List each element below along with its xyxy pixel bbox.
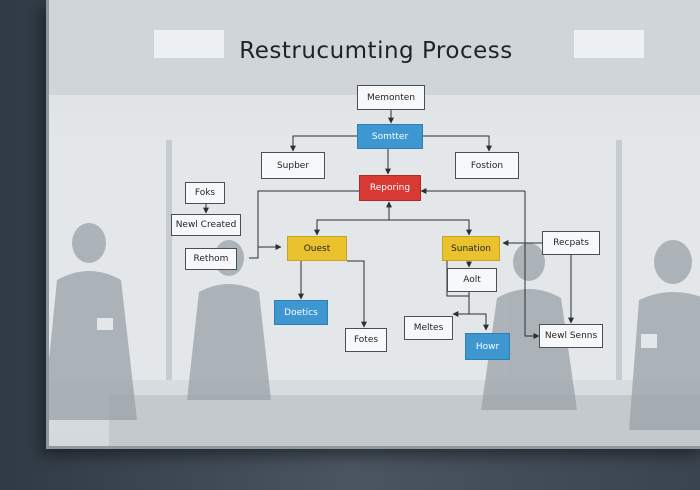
node-foks: Foks xyxy=(185,182,225,204)
node-rethom: Rethom xyxy=(185,248,237,270)
node-newsenns: Newl Senns xyxy=(539,324,603,348)
edge-sunation-aolt-left xyxy=(446,248,469,297)
node-meltes: Meltes xyxy=(404,316,453,340)
edge-recpats-newsenns xyxy=(542,252,574,324)
papers-held xyxy=(97,318,657,348)
meeting-table xyxy=(109,395,700,446)
node-newcreated: Newl Created xyxy=(171,214,241,236)
node-fotes: Fotes xyxy=(345,328,387,352)
node-recpats: Recpats xyxy=(542,231,600,255)
edge-somtter-supber xyxy=(290,135,357,152)
edge-branch-ouest-sunation xyxy=(316,219,470,235)
edge-right-newsenns xyxy=(524,191,540,339)
node-doetics: Doetics xyxy=(274,300,328,325)
ceiling-light xyxy=(154,30,224,58)
edge-aolt-meltes xyxy=(452,292,470,317)
node-memonten: Memonten xyxy=(357,85,425,110)
ceiling-light xyxy=(574,30,644,58)
diagram-title: Restrucumting Process xyxy=(239,38,513,64)
edge-somtter-fostion xyxy=(423,135,492,152)
whiteboard: Restrucumting Process xyxy=(46,0,700,449)
node-reporing: Reporing xyxy=(359,175,421,201)
node-supber: Supber xyxy=(261,152,325,179)
node-howr: Howr xyxy=(465,333,510,360)
node-fostion: Fostion xyxy=(455,152,519,179)
node-aolt: Aolt xyxy=(447,268,497,292)
node-somtter: Somtter xyxy=(357,124,423,149)
edge-aolt-howr xyxy=(469,313,489,331)
edge-ouest-fotes xyxy=(347,260,367,328)
flowchart-connectors xyxy=(203,110,574,339)
edge-reporing-rethom xyxy=(249,190,359,259)
node-ouest: Ouest xyxy=(287,236,347,261)
node-sunation: Sunation xyxy=(442,236,500,261)
